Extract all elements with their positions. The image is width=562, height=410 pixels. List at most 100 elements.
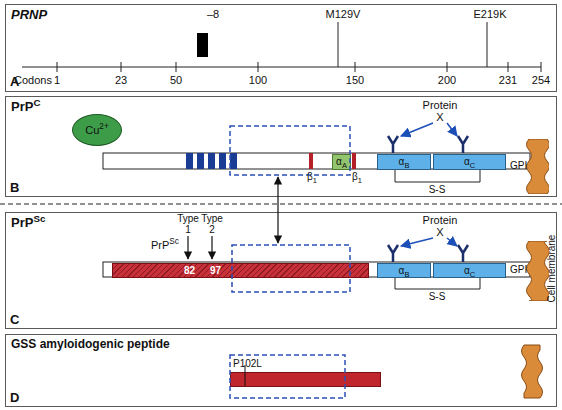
gpi-label: GPI (510, 263, 527, 276)
peptide-bar: P102L (230, 372, 381, 387)
beta-strand (352, 153, 356, 169)
octarepeat (230, 153, 237, 169)
gpi-anchor: GPI (507, 139, 549, 194)
type-label: Type 1 (176, 213, 200, 235)
pointer-arrow (401, 238, 433, 246)
bond-label: S-S (422, 183, 452, 196)
octarepeat (186, 153, 193, 169)
mutation-label: –8 (198, 8, 228, 21)
panel: GSS amyloidogenic peptideD P102L (5, 334, 557, 407)
script-part: C (470, 270, 475, 279)
tick-label: 150 (340, 74, 370, 87)
residue-number: 97 (210, 264, 221, 277)
membrane-path (527, 139, 550, 194)
axis-tick (447, 62, 448, 72)
script-part: B (404, 270, 409, 279)
tick-label: 254 (526, 74, 556, 87)
axis-tick (355, 62, 356, 72)
dashed-region (230, 355, 345, 398)
octarepeat (197, 153, 204, 169)
pointer-arrow (447, 123, 457, 136)
tick-label: 231 (493, 74, 523, 87)
octarepeat (208, 153, 215, 169)
tick-label: 23 (106, 74, 136, 87)
helix-label: αB (378, 155, 430, 169)
protein-label: Protein X (420, 99, 460, 123)
pointer-arrow (401, 123, 433, 136)
cleavage-arrow (211, 236, 212, 259)
pointer-arrow (447, 238, 457, 246)
disulfide-bracket (395, 278, 480, 289)
axis-tick (541, 62, 542, 72)
strand-label: β1 (302, 170, 322, 183)
helix-box: αB (377, 263, 431, 278)
glycan-symbol (388, 245, 398, 262)
mutation-label: E219K (465, 8, 515, 21)
helix-label: αC (434, 264, 505, 277)
strand-label: β1 (347, 170, 367, 183)
mutation-line (245, 365, 246, 386)
mutation-line (487, 22, 488, 67)
protein-bar (103, 262, 530, 277)
panel: PrPScC PrPSc 82 97 αBαC GPI (5, 212, 557, 329)
panel-letter: D (10, 391, 19, 404)
cell-membrane (522, 345, 543, 398)
helix-box: αA (332, 154, 351, 170)
panel-heading: PrPC (11, 100, 40, 113)
glycan-symbol (458, 245, 468, 262)
helix-box: αC (433, 154, 506, 170)
panel-heading: GSS amyloidogenic peptide (11, 338, 170, 351)
axis-tick (258, 62, 259, 72)
script-part: Sc (33, 213, 45, 224)
glycan-symbol (388, 136, 398, 153)
axis-tick (121, 62, 122, 72)
ion-label: Cu2+ (73, 124, 121, 137)
gpi-anchor: GPI (507, 241, 549, 301)
script-part: 1 (313, 176, 317, 185)
mutation-line (338, 22, 339, 67)
helix-box: αC (433, 263, 506, 278)
separator-line (0, 204, 562, 205)
axis-tick (57, 62, 58, 72)
cleavage-arrow (187, 236, 188, 259)
dashed-region (230, 126, 350, 175)
panel-letter: B (10, 181, 19, 194)
region-heading: PrPSc (151, 239, 179, 252)
tick-label: 200 (432, 74, 462, 87)
glycan-symbol (458, 136, 468, 153)
double-arrow (277, 177, 278, 243)
gpi-label: GPI (510, 159, 527, 172)
scrapie-region: PrPSc8297 (112, 263, 369, 278)
tick-label: 50 (161, 74, 191, 87)
helix-box: αB (377, 154, 431, 170)
residue-number: 82 (184, 264, 195, 277)
octarepeat (219, 153, 226, 169)
script-part: B (404, 161, 409, 170)
gene-name: PRNP (11, 8, 47, 21)
mutation-label: M129V (318, 8, 368, 21)
disulfide-bracket (395, 170, 480, 182)
script-part: 2+ (99, 122, 108, 131)
axis-title: Codons (13, 74, 53, 87)
protein-bar (103, 153, 530, 169)
octarepeat-block (197, 33, 208, 57)
bond-label: S-S (422, 290, 452, 303)
type-label: Type 2 (200, 213, 224, 235)
panel-heading: PrPSc (11, 216, 45, 229)
script-part: C (470, 161, 475, 170)
panel-letter: C (10, 313, 19, 326)
tick-label: 100 (243, 74, 273, 87)
membrane-label: Cell membrane (545, 224, 558, 314)
script-part: C (33, 97, 40, 108)
script-part: 1 (358, 176, 362, 185)
axis-tick (176, 62, 177, 72)
helix-label: αA (333, 155, 350, 169)
protein-label: Protein X (420, 214, 460, 238)
dashed-region (232, 245, 350, 292)
beta-strand (309, 153, 313, 169)
axis-tick (508, 62, 509, 72)
